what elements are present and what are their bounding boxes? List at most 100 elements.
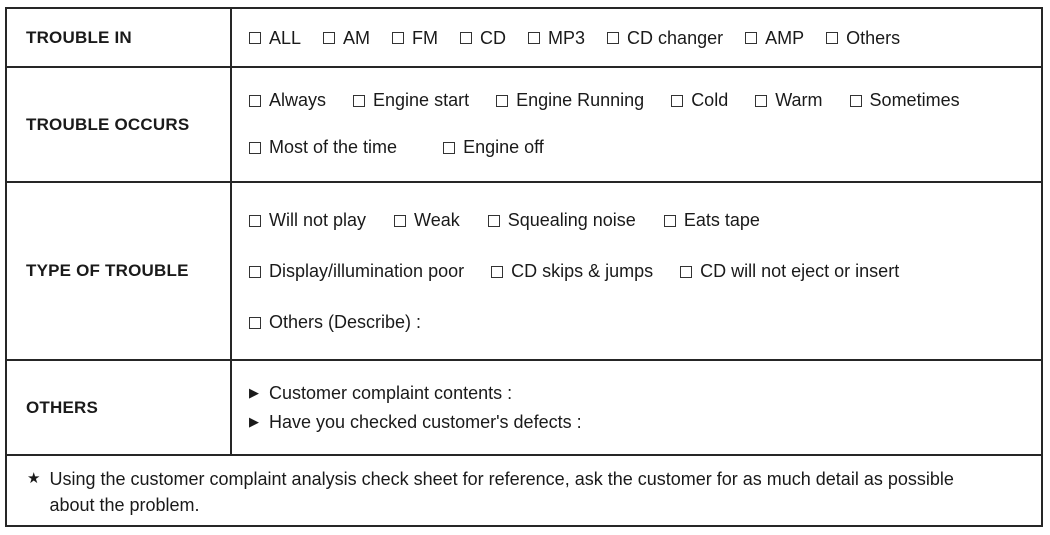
checkbox-item[interactable]: Most of the time — [249, 136, 397, 158]
checkbox-icon[interactable] — [249, 32, 261, 44]
right-triangle-icon: ▶ — [249, 413, 259, 429]
checkbox-label: Most of the time — [269, 137, 398, 157]
prompt-line: ▶ Customer complaint contents : — [249, 383, 1033, 404]
checkbox-label: CD skips & jumps — [511, 261, 654, 281]
checkbox-item[interactable]: Engine Running — [496, 89, 644, 111]
checkbox-item[interactable]: CD will not eject or insert — [680, 260, 899, 282]
checkbox-label: Engine start — [373, 90, 470, 110]
checkbox-icon[interactable] — [353, 94, 366, 107]
row-content-trouble-occurs: Always Engine start Engine Running Cold Warm… — [232, 66, 1041, 181]
checkbox-item[interactable]: ALL — [249, 27, 301, 49]
row-header-trouble-in: TROUBLE IN — [7, 9, 232, 66]
footnote: ★ Using the customer complaint analysis … — [7, 454, 1041, 525]
checkbox-icon[interactable] — [323, 32, 336, 44]
checkbox-icon[interactable] — [745, 32, 758, 44]
checkbox-line: Will not play Weak Squealing noise Eats tap… — [249, 209, 1033, 231]
row-content-others: ▶ Customer complaint contents : ▶ Have you … — [232, 359, 1041, 454]
checkbox-item[interactable]: Warm — [755, 89, 823, 111]
checkbox-icon[interactable] — [487, 214, 500, 227]
row-header-label: OTHERS — [26, 397, 99, 417]
checkbox-label: Squealing noise — [507, 210, 636, 230]
checkbox-label: Others — [846, 27, 901, 48]
row-header-label: TROUBLE IN — [26, 27, 132, 47]
prompt-line: ▶ Have you checked customer's defects : — [249, 412, 1033, 433]
checkbox-item[interactable]: Always — [249, 89, 326, 111]
checkbox-item[interactable]: Will not play — [249, 209, 366, 231]
checkbox-label: Others (Describe) : — [269, 312, 422, 332]
checkbox-icon[interactable] — [249, 316, 261, 329]
checkbox-label: Weak — [414, 210, 460, 230]
row-content-trouble-in: ALL AM FM CD MP3 CD changer AMP Others — [232, 9, 1041, 66]
checkbox-icon[interactable] — [249, 214, 261, 227]
checkbox-icon[interactable] — [249, 141, 261, 154]
checkbox-label: Cold — [691, 90, 729, 110]
checkbox-line: Always Engine start Engine Running Cold Warm… — [249, 89, 1033, 111]
right-triangle-icon: ▶ — [249, 384, 259, 400]
checkbox-label: CD — [480, 27, 507, 48]
footnote-text: Using the customer complaint analysis ch… — [49, 469, 954, 515]
checkbox-item[interactable]: Sometimes — [849, 89, 960, 111]
row-content-type-of-trouble: Will not play Weak Squealing noise Eats tap… — [232, 181, 1041, 359]
star-icon: ★ — [27, 470, 41, 487]
checkbox-label: AMP — [765, 27, 805, 48]
checkbox-item[interactable]: Eats tape — [663, 209, 760, 231]
checkbox-label: Warm — [775, 90, 823, 110]
checkbox-item[interactable]: Others (Describe) : — [249, 311, 421, 333]
checkbox-icon[interactable] — [849, 94, 862, 107]
checkbox-icon[interactable] — [394, 214, 407, 227]
checkbox-label: AM — [343, 27, 371, 48]
row-header-others: OTHERS — [7, 359, 232, 454]
checkbox-icon[interactable] — [663, 214, 676, 227]
checkbox-icon[interactable] — [607, 32, 620, 44]
checkbox-item[interactable]: MP3 — [528, 27, 585, 49]
checkbox-icon[interactable] — [680, 265, 693, 278]
checkbox-icon[interactable] — [460, 32, 473, 44]
checkbox-line: Display/illumination poor CD skips & jump… — [249, 260, 1033, 282]
row-header-trouble-occurs: TROUBLE OCCURS — [7, 66, 232, 181]
checkbox-item[interactable]: Display/illumination poor — [249, 260, 464, 282]
checkbox-icon[interactable] — [671, 94, 684, 107]
checkbox-label: Display/illumination poor — [269, 261, 465, 281]
checkbox-item[interactable]: CD changer — [607, 27, 723, 49]
checkbox-item[interactable]: AM — [323, 27, 370, 49]
checkbox-label: Eats tape — [683, 210, 760, 230]
checkbox-item[interactable]: Squealing noise — [487, 209, 636, 231]
checkbox-icon[interactable] — [249, 265, 261, 278]
checkbox-item[interactable]: FM — [392, 27, 438, 49]
checkbox-label: CD changer — [627, 27, 724, 48]
complaint-check-sheet: TROUBLE IN ALL AM FM CD MP3 CD changer AMP Othe… — [5, 7, 1043, 527]
row-header-type-of-trouble: TYPE OF TROUBLE — [7, 181, 232, 359]
checkbox-icon[interactable] — [491, 265, 504, 278]
checkbox-item[interactable]: CD skips & jumps — [491, 260, 653, 282]
checkbox-label: CD will not eject or insert — [700, 261, 900, 281]
checkbox-item[interactable]: AMP — [745, 27, 804, 49]
checkbox-item[interactable]: Weak — [394, 209, 460, 231]
checkbox-label: MP3 — [548, 27, 586, 48]
checkbox-label: Sometimes — [869, 90, 960, 110]
checkbox-label: Always — [269, 90, 327, 110]
prompt-text: Customer complaint contents : — [269, 382, 513, 403]
checkbox-item[interactable]: CD — [460, 27, 506, 49]
checkbox-line: Others (Describe) : — [249, 311, 1033, 333]
checkbox-icon[interactable] — [528, 32, 541, 44]
checkbox-icon[interactable] — [826, 32, 839, 44]
checkbox-label: ALL — [269, 27, 302, 48]
checkbox-item[interactable]: Others — [826, 27, 900, 49]
checkbox-icon[interactable] — [443, 141, 456, 154]
checkbox-label: Engine Running — [516, 90, 645, 110]
checkbox-label: Engine off — [463, 137, 544, 157]
checkbox-line: Most of the time Engine off — [249, 136, 1033, 158]
checkbox-icon[interactable] — [392, 32, 405, 44]
checkbox-line: ALL AM FM CD MP3 CD changer AMP Others — [249, 27, 1033, 49]
checkbox-icon[interactable] — [249, 94, 261, 107]
checkbox-label: Will not play — [269, 210, 367, 230]
row-header-label: TYPE OF TROUBLE — [26, 261, 189, 280]
checkbox-item[interactable]: Engine start — [353, 89, 469, 111]
checkbox-icon[interactable] — [755, 94, 768, 107]
checkbox-item[interactable]: Engine off — [443, 136, 544, 158]
row-header-label: TROUBLE OCCURS — [26, 114, 190, 134]
checkbox-icon[interactable] — [496, 94, 509, 107]
checkbox-item[interactable]: Cold — [671, 89, 728, 111]
prompt-text: Have you checked customer's defects : — [269, 411, 582, 432]
checkbox-label: FM — [412, 27, 439, 48]
